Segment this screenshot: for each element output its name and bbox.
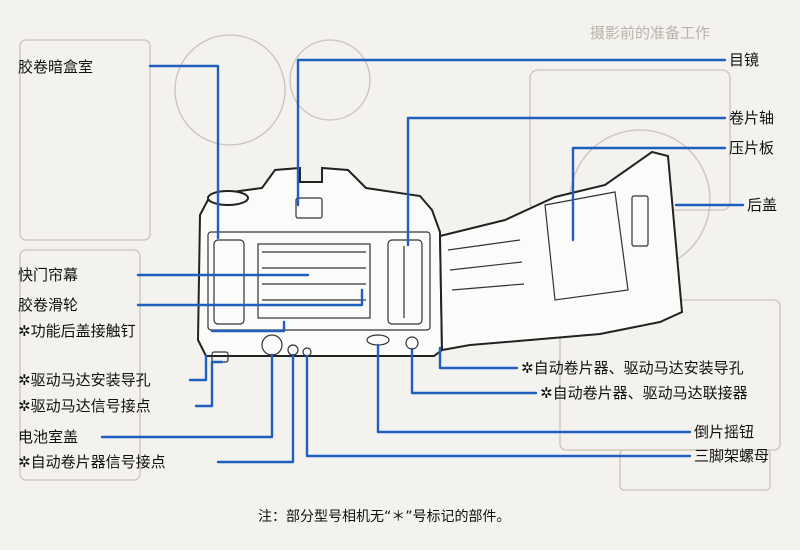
leader-film-roller [136,288,364,307]
label-rewind-knob: 倒片摇钮 [694,423,755,441]
label-battery-cover: 电池室盖 [18,428,79,446]
label-film-cartridge-chamber: 胶卷暗盒室 [18,58,94,76]
leader-autowinder-guide [438,346,519,370]
label-pressure-plate: 压片板 [729,139,775,157]
background-heading: 摄影前的准备工作 [590,24,711,42]
label-shutter-curtain: 快门帘幕 [18,266,79,284]
leader-film-cartridge-chamber [148,64,220,240]
footnote: 注：部分型号相机无“＊”号标记的部件。 [258,509,511,525]
label-rewind-spindle: 卷片轴 [729,109,775,127]
leader-rewind-spindle [406,116,727,247]
leader-autowinder-signal [216,353,295,464]
label-drive-motor-signal: ✲驱动马达信号接点 [18,397,151,415]
leader-pressure-plate [571,146,727,242]
leader-lines [100,58,745,464]
leader-autowinder-coupler [410,347,538,395]
background-illustrations [19,34,781,491]
label-tripod-socket: 三脚架螺母 [694,447,770,465]
leader-eyepiece [296,58,727,207]
leader-drive-motor-guide-left [188,354,208,382]
back-cover [438,150,684,352]
label-autowinder-guide: ✲自动卷片器、驱动马达安装导孔 [521,359,744,377]
leader-function-back-contact [210,320,286,333]
label-drive-motor-guide: ✲驱动马达安装导孔 [18,371,151,389]
label-function-back-contact: ✲功能后盖接触钉 [18,322,136,340]
leader-battery-cover [100,353,274,439]
leader-rewind-knob [376,343,692,434]
label-eyepiece: 目镜 [729,51,760,69]
camera-body [196,166,444,363]
leader-drive-motor-signal [194,360,224,408]
label-back-cover: 后盖 [747,196,778,214]
label-autowinder-coupler: ✲自动卷片器、驱动马达联接器 [540,384,748,402]
label-autowinder-signal: ✲自动卷片器信号接点 [18,453,166,471]
leader-tripod-socket [305,354,692,458]
label-film-roller: 胶卷滑轮 [18,296,79,314]
